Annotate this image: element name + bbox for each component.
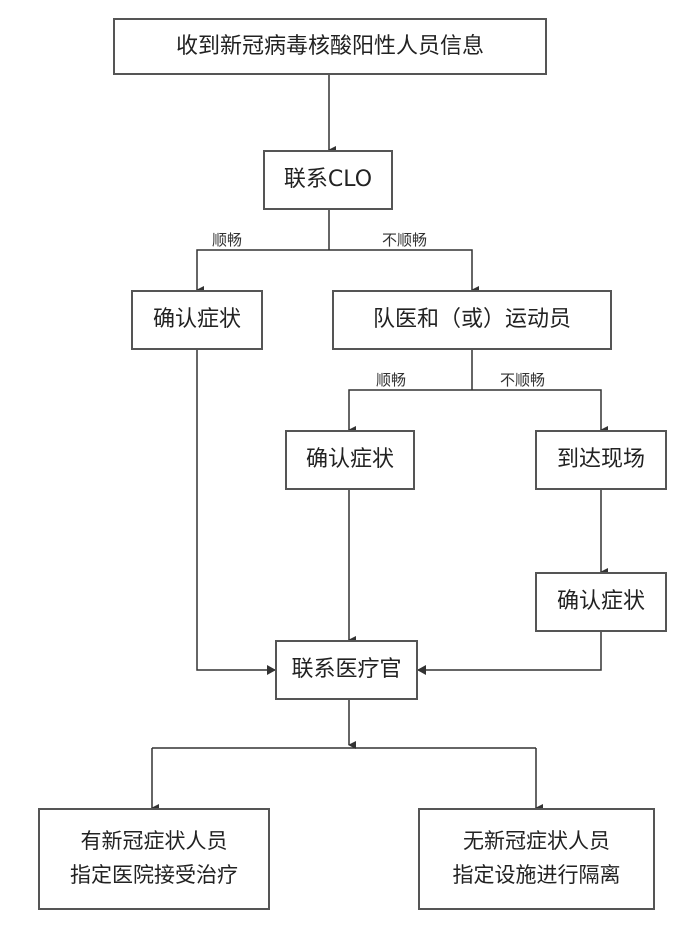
node-contact-medical-officer: 联系医疗官 (275, 640, 418, 700)
edge-label-not-smooth: 不顺畅 (382, 231, 428, 249)
arrow-clo-to-confirm (196, 249, 329, 294)
node-label: 确认症状 (152, 307, 241, 333)
node-label: 确认症状 (305, 447, 394, 473)
edge-label-smooth: 顺畅 (376, 371, 407, 389)
node-confirm-symptoms-2: 确认症状 (285, 430, 415, 490)
node-label-line1: 无新冠症状人员 (463, 829, 610, 854)
arrow-team-to-confirm (348, 389, 472, 434)
node-label: 联系医疗官 (291, 657, 402, 683)
node-label: 到达现场 (556, 447, 645, 473)
node-label: 联系CLO (283, 167, 373, 193)
arrow-confirm1-to-medical (196, 350, 276, 675)
edge-label-not-smooth: 不顺畅 (500, 371, 546, 389)
node-contact-clo: 联系CLO (263, 150, 393, 210)
node-team-doctor: 队医和（或）运动员 (332, 290, 612, 350)
node-confirm-symptoms-1: 确认症状 (131, 290, 263, 350)
node-start: 收到新冠病毒核酸阳性人员信息 (113, 18, 547, 75)
node-label: 收到新冠病毒核酸阳性人员信息 (175, 33, 484, 59)
node-label-line2: 指定医院接受治疗 (70, 863, 238, 887)
node-label: 队医和（或）运动员 (372, 307, 571, 333)
edge-label-smooth: 顺畅 (212, 231, 243, 249)
node-without-symptoms: 无新冠症状人员 指定设施进行隔离 (418, 808, 655, 910)
node-with-symptoms: 有新冠症状人员 指定医院接受治疗 (38, 808, 270, 910)
node-label-line1: 有新冠症状人员 (80, 829, 228, 854)
arrow-confirm3-to-medical (417, 632, 602, 675)
node-label: 确认症状 (556, 589, 645, 615)
node-label-line2: 指定设施进行隔离 (452, 863, 621, 887)
arrow-clo-to-team-doctor (329, 249, 479, 294)
arrow-team-to-arrive (472, 389, 608, 434)
node-confirm-symptoms-3: 确认症状 (535, 572, 667, 632)
node-arrive-site: 到达现场 (535, 430, 667, 490)
